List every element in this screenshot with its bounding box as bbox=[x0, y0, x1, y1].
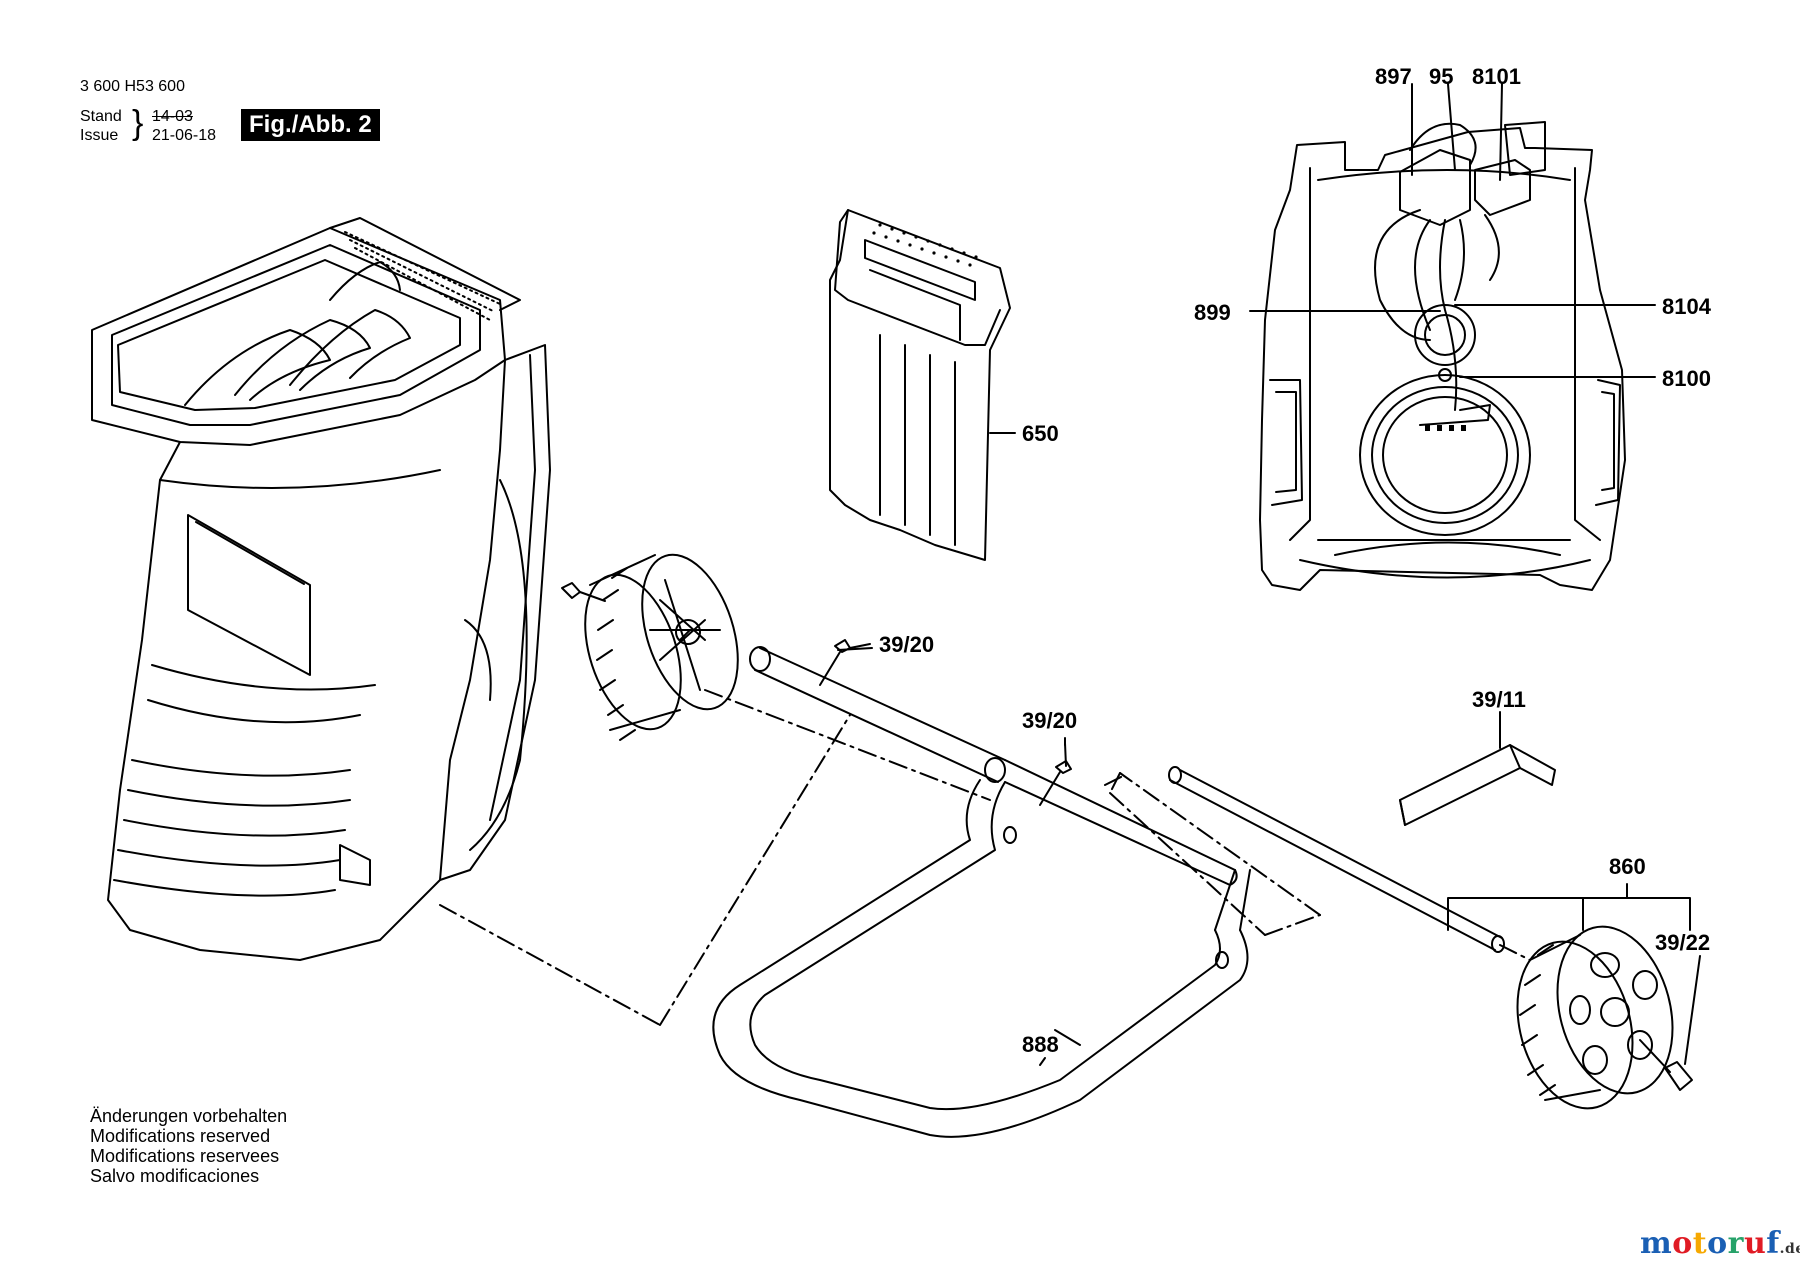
right-wheel bbox=[1516, 925, 1674, 1110]
motor-housing bbox=[1259, 121, 1626, 591]
part-label-888: 888 bbox=[1022, 1032, 1059, 1057]
assembly-guides bbox=[439, 714, 1321, 1026]
watermark-letter: u bbox=[1743, 1226, 1767, 1261]
part-label-39-20-upper: 39/20 bbox=[879, 632, 934, 657]
part-label-8101: 8101 bbox=[1472, 64, 1521, 89]
watermark-suffix: .de bbox=[1779, 1241, 1800, 1257]
note-es: Salvo modificaciones bbox=[90, 1166, 260, 1186]
part-label-39-11: 39/11 bbox=[1472, 687, 1526, 712]
note-en: Modifications reserved bbox=[90, 1126, 271, 1146]
frame-tube bbox=[712, 646, 1251, 1138]
allen-key bbox=[1399, 744, 1556, 826]
axle-rod bbox=[1168, 766, 1505, 953]
part-label-899: 899 bbox=[1194, 300, 1231, 325]
part-label-860: 860 bbox=[1609, 854, 1646, 879]
note-de: Änderungen vorbehalten bbox=[90, 1106, 288, 1126]
part-label-8100: 8100 bbox=[1662, 366, 1711, 391]
watermark-logo: motoruf.de bbox=[1640, 1226, 1800, 1261]
brace-glyph: } bbox=[132, 104, 144, 142]
issue-date: 21-06-18 bbox=[152, 127, 217, 144]
document-number: 3 600 H53 600 bbox=[80, 78, 185, 95]
part-label-39-22: 39/22 bbox=[1655, 930, 1710, 955]
figure-label: Fig./Abb. 2 bbox=[241, 109, 380, 141]
shredder-housing bbox=[91, 217, 551, 961]
watermark-letter: f bbox=[1766, 1226, 1780, 1261]
part-label-39-20-lower: 39/20 bbox=[1022, 708, 1077, 733]
part-label-650: 650 bbox=[1022, 421, 1059, 446]
watermark-letter: o bbox=[1707, 1226, 1728, 1261]
left-wheel bbox=[584, 553, 739, 741]
modification-notes: Änderungen vorbehalten Modifications res… bbox=[90, 1106, 287, 1186]
watermark-letter: t bbox=[1692, 1226, 1708, 1261]
stand-date: 14-03 bbox=[152, 108, 193, 125]
part-label-8104: 8104 bbox=[1662, 294, 1712, 319]
watermark-letter: m bbox=[1640, 1226, 1673, 1261]
issue-label: Issue bbox=[80, 127, 119, 144]
note-fr: Modifications reservees bbox=[90, 1146, 280, 1166]
stand-label: Stand bbox=[80, 108, 122, 125]
discharge-chute bbox=[829, 209, 1011, 561]
watermark-letter: r bbox=[1727, 1226, 1744, 1261]
part-label-897: 897 bbox=[1375, 64, 1412, 89]
watermark-letter: o bbox=[1672, 1226, 1693, 1261]
part-label-95: 95 bbox=[1429, 64, 1453, 89]
watermark-text: motoruf bbox=[1640, 1226, 1780, 1261]
